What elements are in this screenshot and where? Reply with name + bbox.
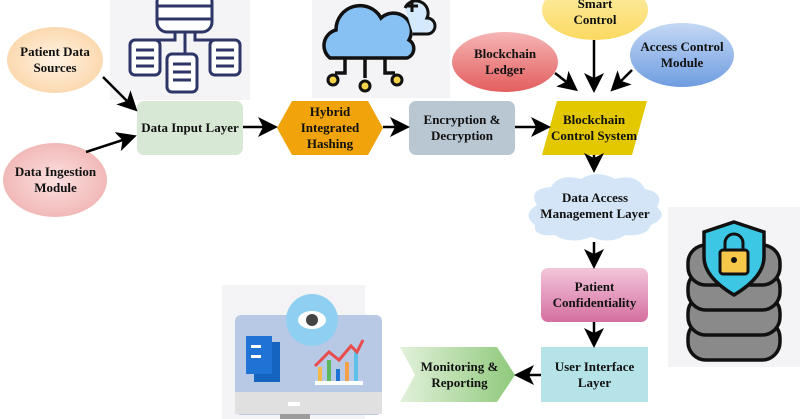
data-input-layer-node — [137, 101, 243, 155]
hybrid-hashing-label: Hybrid Integrated Hashing — [300, 104, 360, 151]
monitor-analytics-icon — [222, 285, 382, 419]
data-ingestion-module-label: Data Ingestion Module — [14, 164, 97, 195]
smart-control-label: Smart Control — [573, 0, 617, 27]
blockchain-control-system-label: Blockchain Control System — [550, 112, 638, 143]
smart-control-node — [542, 0, 648, 40]
blockchain-control-system-node — [542, 101, 647, 155]
data-input-layer-label: Data Input Layer — [141, 120, 239, 135]
monitoring-reporting-label: Monitoring & Reporting — [420, 358, 499, 390]
patient-data-sources-label: Patient Data Sources — [20, 44, 90, 75]
user-interface-layer-label: User Interface Layer — [554, 358, 635, 390]
data-access-management-label: Data Access Management Layer — [540, 190, 650, 221]
access-control-module-label: Access Control Module — [640, 39, 724, 70]
blockchain-ledger-node — [452, 32, 558, 92]
flow-arrows — [85, 40, 633, 385]
cloud-network-icon — [312, 0, 450, 98]
blockchain-ledger-label: Blockchain Ledger — [473, 46, 537, 77]
monitoring-reporting-node — [400, 347, 515, 402]
patient-confidentiality-node — [541, 268, 648, 322]
access-control-module-node — [630, 23, 734, 87]
encryption-decryption-label: Encryption & Decryption — [423, 112, 501, 143]
patient-data-sources-node — [7, 27, 103, 93]
encryption-decryption-node — [409, 101, 515, 155]
database-network-icon — [110, 0, 250, 100]
data-access-management-node — [528, 174, 662, 241]
patient-confidentiality-label: Patient Confidentiality — [552, 279, 637, 310]
hybrid-hashing-node — [277, 101, 383, 155]
secure-database-icon — [668, 207, 800, 367]
data-ingestion-module-node — [3, 143, 107, 217]
user-interface-layer-node — [541, 347, 648, 402]
